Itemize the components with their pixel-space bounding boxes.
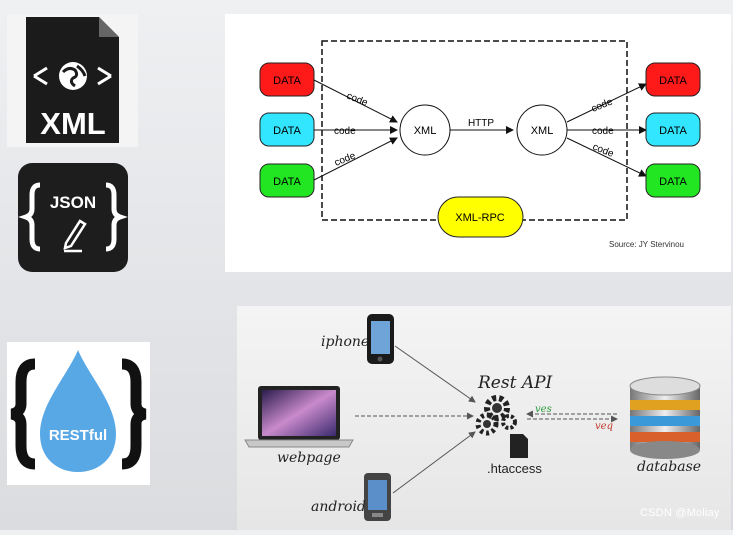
xml-node-label: XML bbox=[414, 125, 437, 137]
water-drop-icon bbox=[40, 350, 116, 472]
data-box-red-right bbox=[645, 62, 701, 97]
json-icon-label: JSON bbox=[50, 193, 96, 212]
webpage-label: webpage bbox=[277, 450, 341, 466]
http-label: HTTP bbox=[468, 118, 494, 129]
rest-api-label: Rest API bbox=[477, 373, 553, 393]
code-label: code bbox=[590, 96, 615, 114]
restful-icon-label: RESTful bbox=[49, 427, 107, 444]
data-box-green-right bbox=[645, 163, 701, 198]
data-label: DATA bbox=[273, 125, 301, 137]
restful-icon-panel: RESTful bbox=[7, 342, 150, 485]
code-label: code bbox=[591, 142, 616, 160]
json-icon: JSON bbox=[18, 163, 128, 272]
data-label: DATA bbox=[659, 176, 687, 188]
android-device-icon bbox=[364, 473, 391, 521]
file-icon bbox=[510, 434, 528, 458]
code-label: code bbox=[592, 126, 614, 137]
data-box-red-left bbox=[259, 62, 315, 97]
data-box-cyan-right bbox=[645, 112, 701, 147]
left-brace-icon bbox=[18, 182, 41, 252]
right-angle-icon bbox=[97, 66, 112, 86]
data-label: DATA bbox=[659, 75, 687, 87]
source-credit: Source: JY Stervinou bbox=[609, 240, 684, 249]
right-brace-icon bbox=[121, 358, 147, 470]
code-label: code bbox=[334, 126, 356, 137]
xmlrpc-diagram: DATA DATA DATA code code code XML HTTP X… bbox=[225, 14, 731, 272]
xml-rpc-node bbox=[437, 196, 524, 238]
database-icon bbox=[629, 376, 701, 459]
xml-file-icon: XML bbox=[26, 17, 119, 143]
iphone-label: iphone bbox=[321, 334, 369, 350]
left-brace-icon bbox=[10, 358, 36, 470]
iphone-device-icon bbox=[367, 314, 394, 364]
code-label: code bbox=[333, 150, 358, 168]
database-label: database bbox=[637, 459, 701, 475]
data-label: DATA bbox=[659, 125, 687, 137]
pen-icon bbox=[63, 219, 87, 250]
xml-icon-label: XML bbox=[40, 106, 105, 141]
data-box-green-left bbox=[259, 163, 315, 198]
htaccess-label: .htaccess bbox=[487, 461, 542, 476]
watermark: CSDN @Moliay bbox=[640, 507, 720, 519]
restful-drop-icon: RESTful bbox=[10, 350, 147, 472]
android-label: android bbox=[311, 499, 366, 515]
code-label: code bbox=[345, 91, 370, 109]
xml-rpc-label: XML-RPC bbox=[455, 212, 505, 224]
xml-icon-panel: XML bbox=[7, 14, 138, 147]
left-angle-icon bbox=[33, 66, 48, 86]
laptop-device-icon bbox=[244, 386, 354, 448]
req-label: veq bbox=[595, 421, 613, 432]
xml-node-label: XML bbox=[531, 125, 554, 137]
ves-label: ves bbox=[535, 404, 552, 415]
right-brace-icon bbox=[105, 182, 128, 252]
rest-api-diagram: iphone webpage android Rest API bbox=[237, 306, 731, 530]
gears-icon bbox=[475, 395, 517, 436]
data-label: DATA bbox=[273, 176, 301, 188]
data-label: DATA bbox=[273, 75, 301, 87]
